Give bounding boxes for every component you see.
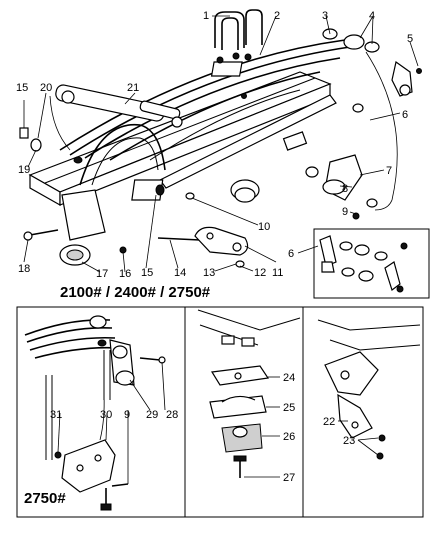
jounce-bumper <box>131 179 256 203</box>
panel-2750: 28 29 9 30 31 2750# <box>24 315 178 511</box>
callout-15-upper: 15 <box>16 82 28 94</box>
rear-hanger-bracket <box>282 103 378 220</box>
callout-17: 17 <box>96 268 108 280</box>
panel-bumper-mount: 24 25 26 27 <box>197 309 301 484</box>
callout-22: 22 <box>323 416 335 428</box>
callout-5: 5 <box>407 33 413 45</box>
callout-28: 28 <box>166 409 178 421</box>
callout-9: 9 <box>342 206 348 218</box>
callout-29: 29 <box>146 409 158 421</box>
callout-18: 18 <box>18 263 30 275</box>
u-bolts <box>210 9 263 99</box>
main-assembly: 1 2 3 4 5 6 7 8 9 10 11 12 13 14 15 16 1… <box>16 9 430 301</box>
callout-6-inset: 6 <box>288 248 294 260</box>
wheel-well <box>79 123 166 186</box>
callout-19: 19 <box>18 164 30 176</box>
callout-31: 31 <box>50 409 62 421</box>
callout-27: 27 <box>283 472 295 484</box>
callout-9-panel: 9 <box>124 409 130 421</box>
spring-plate <box>157 192 249 268</box>
callout-7: 7 <box>386 165 392 177</box>
callout-26: 26 <box>283 431 295 443</box>
callout-2: 2 <box>274 10 280 22</box>
callout-23: 23 <box>343 435 355 447</box>
panel-2750-caption: 2750# <box>24 490 66 507</box>
callout-16: 16 <box>119 268 131 280</box>
bushing-inset-box <box>313 228 430 299</box>
callout-15: 15 <box>141 267 153 279</box>
callout-25: 25 <box>283 402 295 414</box>
callout-13: 13 <box>203 267 215 279</box>
front-hanger <box>23 189 127 266</box>
callout-11: 11 <box>272 267 283 279</box>
callout-3: 3 <box>322 10 328 22</box>
callout-10: 10 <box>258 221 270 233</box>
shock-absorber <box>55 84 183 128</box>
lower-panel-frames <box>16 306 424 518</box>
callout-14: 14 <box>174 267 186 279</box>
callout-6: 6 <box>402 109 408 121</box>
callout-4: 4 <box>369 10 375 22</box>
callout-8: 8 <box>342 183 348 195</box>
leaf-spring <box>59 39 351 161</box>
callout-24: 24 <box>283 372 295 384</box>
callout-1: 1 <box>203 10 209 22</box>
main-caption: 2100# / 2400# / 2750# <box>60 284 211 301</box>
callout-21: 21 <box>127 82 139 94</box>
callout-12: 12 <box>254 267 266 279</box>
main-leader-lines <box>23 15 419 273</box>
callout-30: 30 <box>100 409 112 421</box>
panel-hanger-bracket: 22 23 <box>317 319 421 460</box>
callout-20: 20 <box>40 82 52 94</box>
shock-bushings <box>19 95 83 164</box>
